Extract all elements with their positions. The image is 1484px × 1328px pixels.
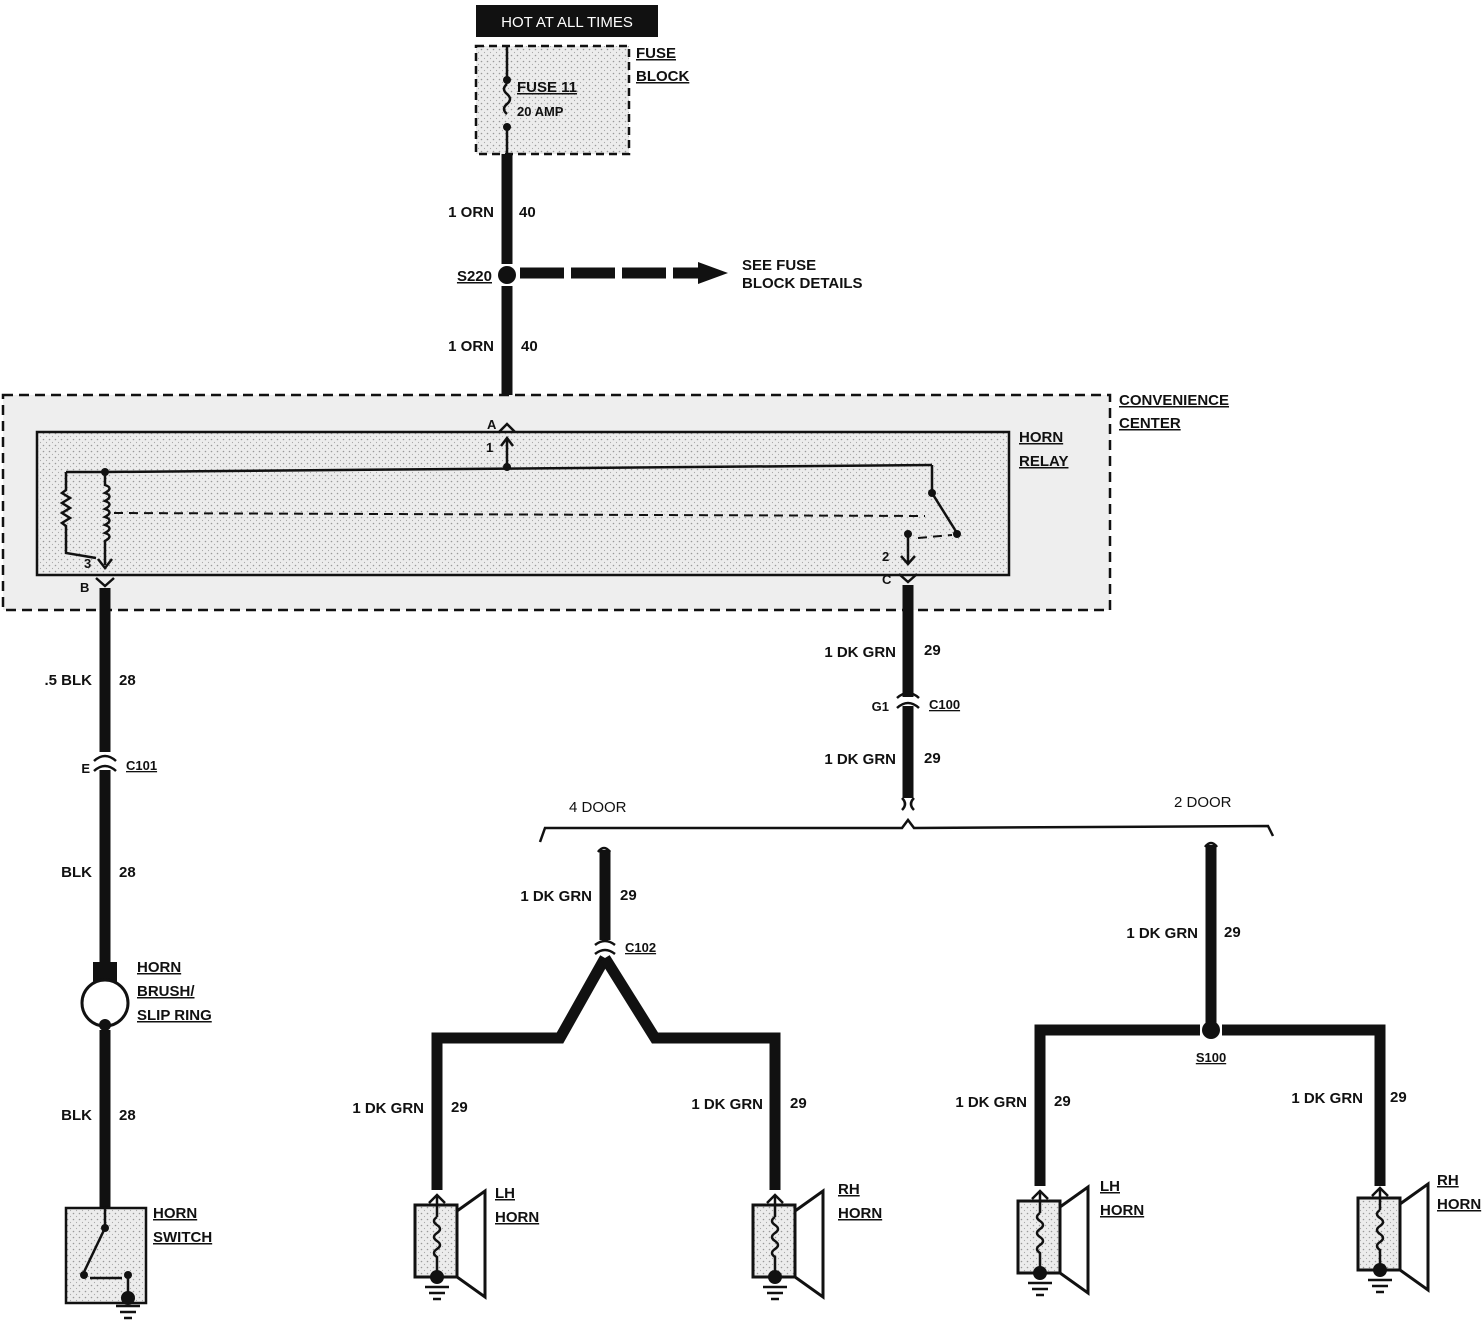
c101-pin: E [81, 761, 90, 776]
splice-s100-label: S100 [1196, 1050, 1226, 1065]
two-door-rh-label-2: HORN [1437, 1196, 1481, 1213]
two-door-right-circuit: 29 [1390, 1089, 1407, 1106]
two-door-wire-circuit: 29 [1224, 924, 1241, 941]
feed-wire1-spec: 1 ORN [448, 204, 494, 221]
two-door-wire-spec: 1 DK GRN [1126, 925, 1198, 942]
four-door-label: 4 DOOR [569, 799, 627, 816]
four-door-wire-spec: 1 DK GRN [520, 888, 592, 905]
two-door-rh-label-1: RH [1437, 1172, 1459, 1189]
two-door-left-spec: 1 DK GRN [955, 1094, 1027, 1111]
four-door-lh-horn-icon [413, 1188, 487, 1301]
switch-wire2-circuit: 28 [119, 864, 136, 881]
horn-relay-label-1: HORN [1019, 429, 1063, 446]
two-door-right-wire [1222, 1024, 1386, 1186]
relay-coil-icon [101, 472, 111, 565]
c101-label: C101 [126, 758, 157, 773]
pin-c-label: C [882, 572, 892, 587]
horn-switch-icon [64, 1206, 148, 1320]
four-door-left-wire [431, 955, 610, 1190]
two-door-lh-label-2: HORN [1100, 1202, 1144, 1219]
hot-at-all-times-banner: HOT AT ALL TIMES [476, 5, 658, 37]
two-door-left-wire [1034, 1024, 1200, 1186]
relay-resistor-icon [59, 472, 97, 560]
feed-wire2-spec: 1 ORN [448, 338, 494, 355]
switch-wire1-spec: .5 BLK [44, 672, 92, 689]
c100-connector-icon [896, 691, 920, 699]
pin-b-label: B [80, 580, 89, 595]
horn-wire1-spec: 1 DK GRN [824, 644, 896, 661]
two-door-lh-horn-icon [1016, 1184, 1090, 1297]
arrow-right-icon [698, 262, 728, 284]
relay-armature-link [113, 512, 926, 517]
four-door-rh-horn-icon [751, 1188, 825, 1301]
c101-connector-icon [93, 754, 117, 762]
door-option-bracket [538, 817, 1275, 843]
fuse-terminal-top [503, 76, 511, 84]
pin-c-connector-icon [898, 573, 918, 584]
relay-contact-arm [930, 492, 959, 534]
see-details-2: BLOCK DETAILS [742, 275, 863, 292]
switch-wire3-circuit: 28 [119, 1107, 136, 1124]
c100-pin: G1 [872, 699, 889, 714]
c102-label: C102 [625, 940, 656, 955]
pin-b-connector-icon [95, 577, 115, 588]
fuse-block-label-2: BLOCK [636, 68, 689, 85]
pin-1-label: 1 [486, 440, 493, 455]
fuse-element-icon [502, 83, 512, 115]
feed-wire2-circuit: 40 [521, 338, 538, 355]
splice-s220-label: S220 [457, 268, 492, 285]
splice-s100 [1202, 1021, 1220, 1039]
c102-connector-icon [594, 939, 616, 947]
four-door-right-spec: 1 DK GRN [691, 1096, 763, 1113]
c100-label: C100 [929, 697, 960, 712]
horn-wire1-circuit: 29 [924, 642, 941, 659]
pin-a-label: A [487, 417, 497, 432]
two-door-left-circuit: 29 [1054, 1093, 1071, 1110]
horn-wire2-circuit: 29 [924, 750, 941, 767]
two-door-lh-label-1: LH [1100, 1178, 1120, 1195]
fuse-name: FUSE 11 [517, 79, 577, 96]
horn-relay-box [35, 430, 1011, 577]
brush-label-1: HORN [137, 959, 181, 976]
four-door-left-circuit: 29 [451, 1099, 468, 1116]
four-door-lh-label-2: HORN [495, 1209, 539, 1226]
four-door-rh-label-2: HORN [838, 1205, 882, 1222]
horn-wire2-spec: 1 DK GRN [824, 751, 896, 768]
switch-label-1: HORN [153, 1205, 197, 1222]
splice-s220 [498, 266, 516, 284]
four-door-rh-label-1: RH [838, 1181, 860, 1198]
two-door-rh-horn-icon [1356, 1181, 1430, 1294]
four-door-left-spec: 1 DK GRN [352, 1100, 424, 1117]
pin-2-label: 2 [882, 549, 889, 564]
switch-label-2: SWITCH [153, 1229, 212, 1246]
convenience-center-label-2: CENTER [1119, 415, 1181, 432]
fuse-rating: 20 AMP [517, 104, 564, 119]
brush-label-3: SLIP RING [137, 1007, 212, 1024]
two-door-label: 2 DOOR [1174, 794, 1232, 811]
horn-brush-block [93, 962, 117, 984]
fuse-block-label-1: FUSE [636, 45, 676, 62]
horn-relay-label-2: RELAY [1019, 453, 1068, 470]
relay-bus [104, 463, 933, 474]
pin-a-connector-icon [498, 422, 516, 433]
four-door-wire-circuit: 29 [620, 887, 637, 904]
switch-wire3-spec: BLK [61, 1107, 92, 1124]
feed-wire1-circuit: 40 [519, 204, 536, 221]
convenience-center-label-1: CONVENIENCE [1119, 392, 1229, 409]
hot-label: HOT AT ALL TIMES [501, 14, 633, 31]
fuse-block: FUSE 11 20 AMP [474, 44, 631, 156]
four-door-right-wire [600, 955, 781, 1190]
brush-label-2: BRUSH/ [137, 983, 195, 1000]
four-door-right-circuit: 29 [790, 1095, 807, 1112]
two-door-right-spec: 1 DK GRN [1291, 1090, 1363, 1107]
switch-wire2-spec: BLK [61, 864, 92, 881]
switch-wire1-circuit: 28 [119, 672, 136, 689]
pin-3-label: 3 [84, 556, 91, 571]
see-details-1: SEE FUSE [742, 257, 816, 274]
four-door-lh-label-1: LH [495, 1185, 515, 1202]
